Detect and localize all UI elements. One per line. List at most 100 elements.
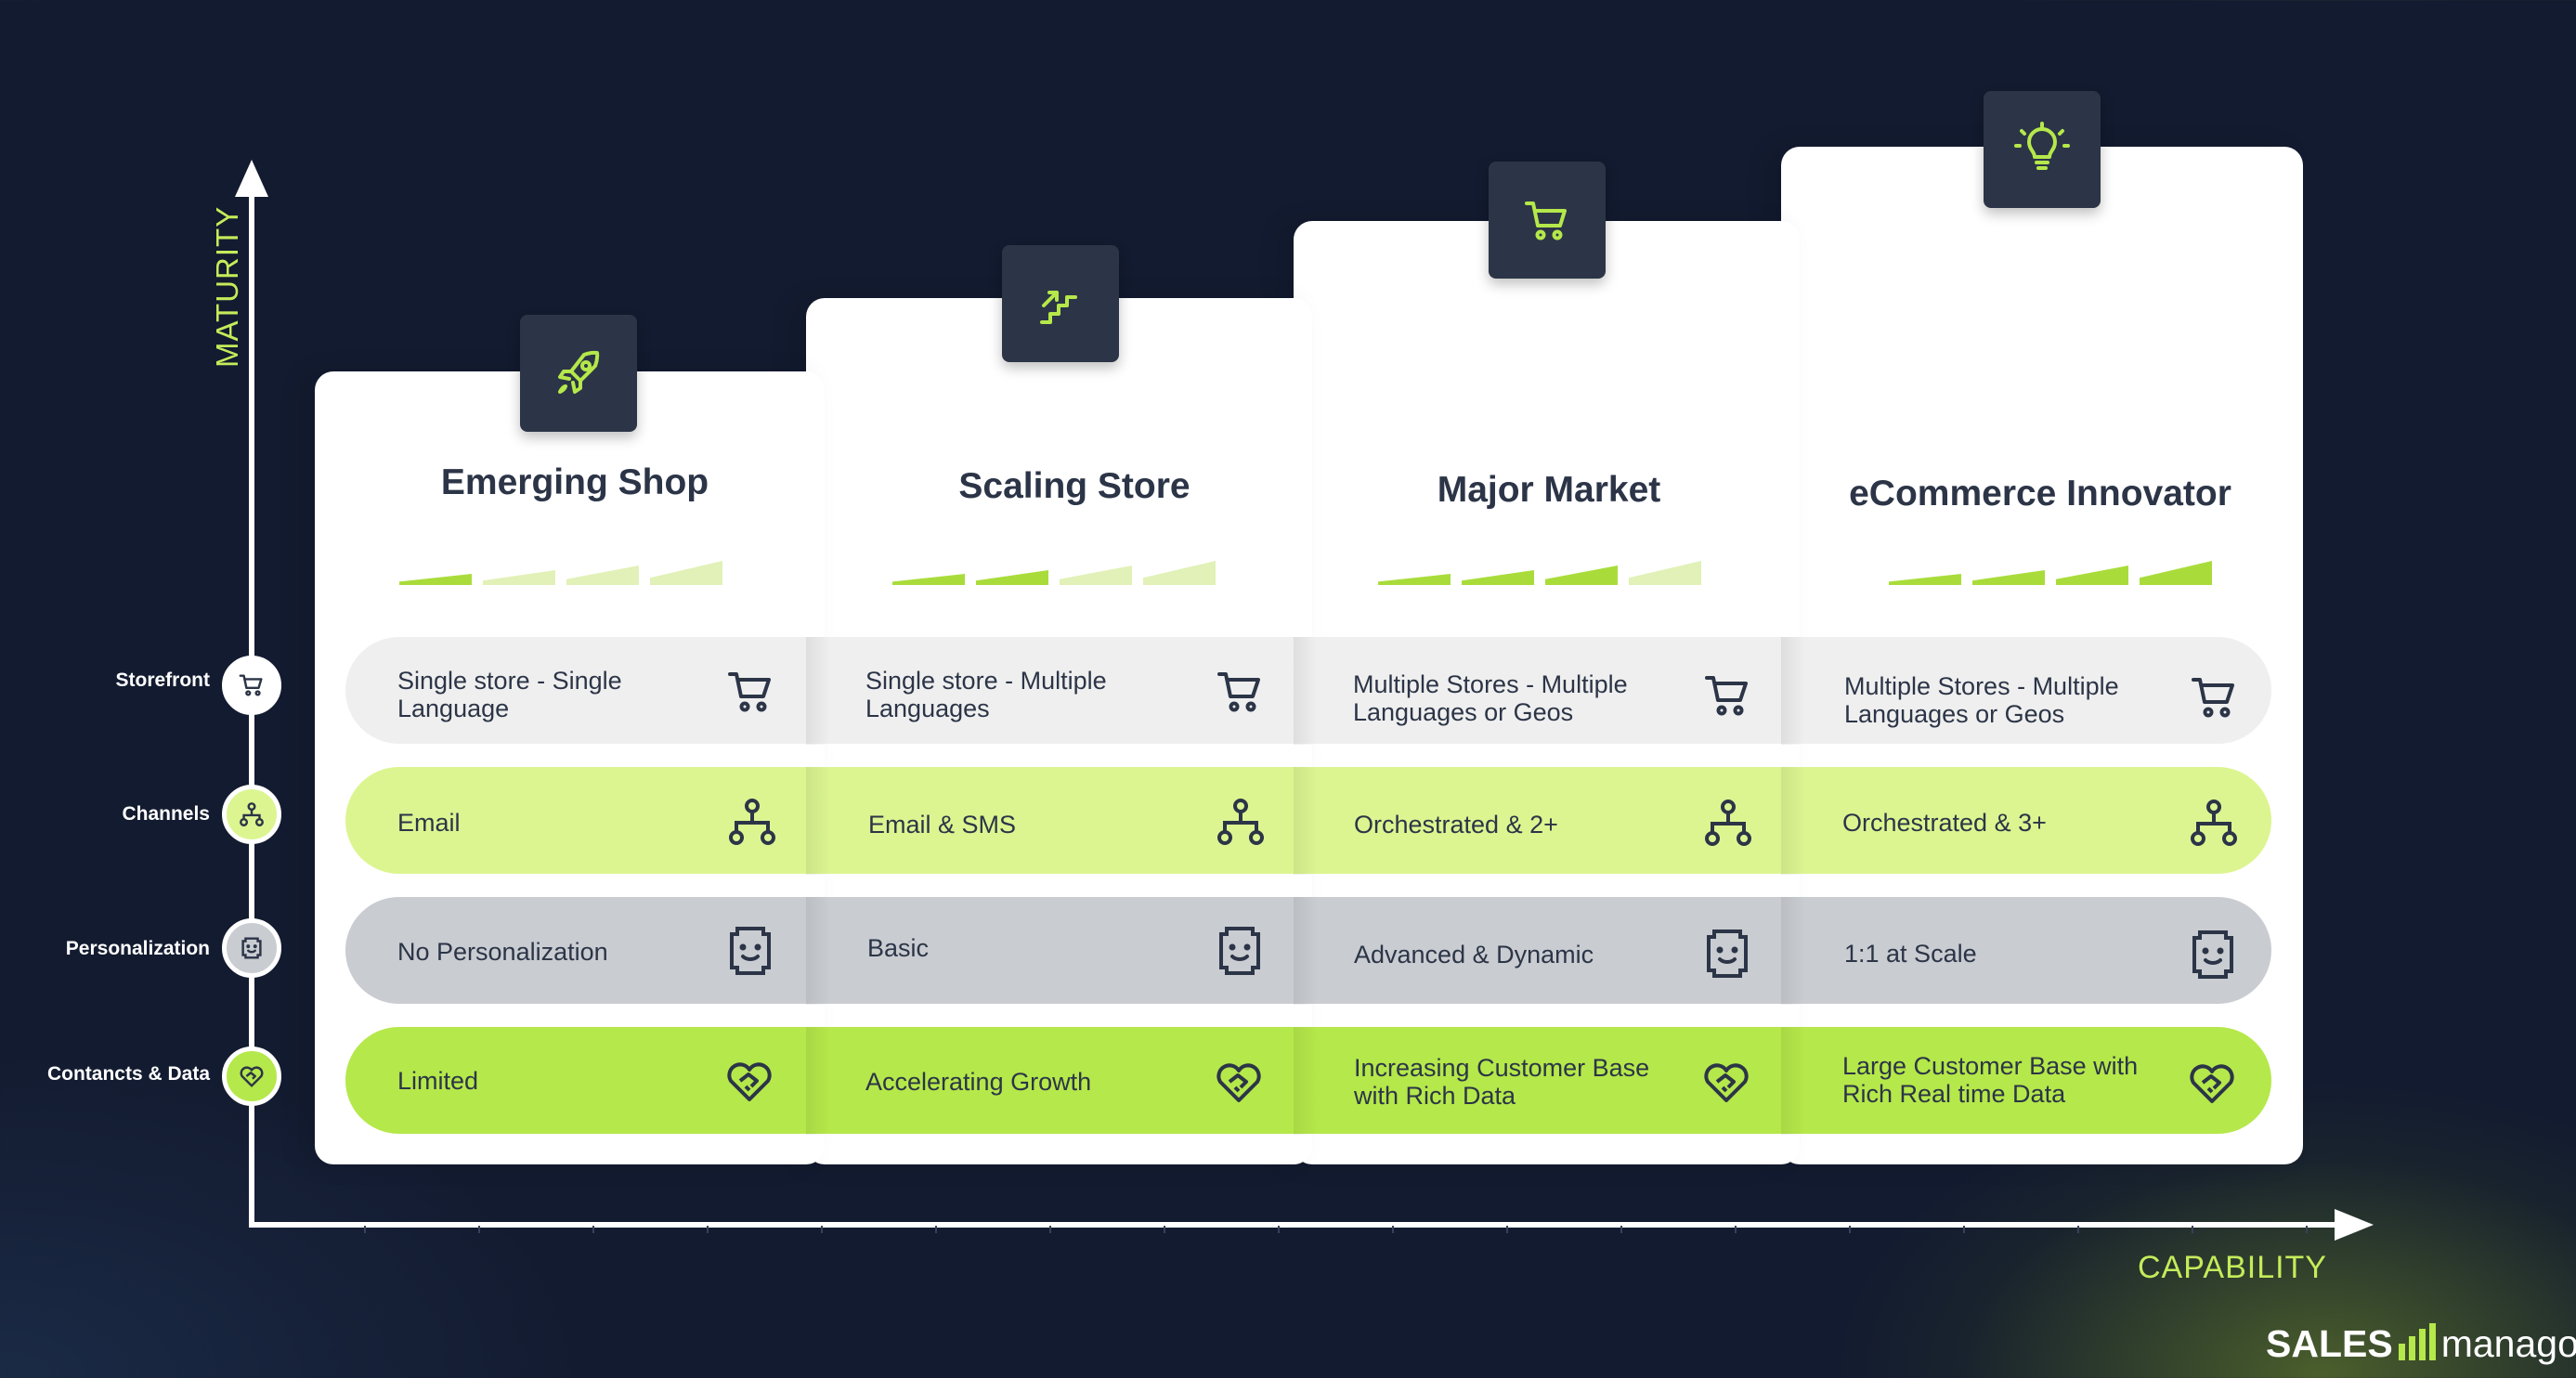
cell-scaling-store-channels: Email & SMS (868, 811, 1017, 838)
level-bar (1545, 566, 1618, 585)
x-axis-tick (1164, 1226, 1165, 1233)
x-axis-tick (1506, 1226, 1508, 1233)
x-axis-tick (2306, 1226, 2308, 1233)
heart-hand-icon (1216, 1063, 1261, 1102)
cell-ecommerce-innovator-storefront: Multiple Stores - Multiple Languages or … (1844, 672, 2119, 728)
network-icon (1217, 799, 1264, 845)
row-label-contacts-data: Contancts & Data (46, 1063, 210, 1085)
cart-icon (1217, 672, 1260, 712)
row-dot-storefront (222, 656, 281, 715)
cell-emerging-shop-personalization: No Personalization (397, 938, 608, 966)
cell-major-market-channels: Orchestrated & 2+ (1354, 811, 1558, 838)
column-seam (1294, 897, 1318, 1005)
level-bar (1060, 566, 1132, 585)
y-axis-label: MATURITY (210, 205, 244, 368)
cart-icon (239, 674, 263, 696)
heart-hand-icon (2190, 1064, 2234, 1103)
level-bar (2140, 561, 2212, 585)
level-bar (2056, 566, 2128, 585)
level-bar (1889, 574, 1961, 585)
x-axis-label: CAPABILITY (2138, 1250, 2327, 1285)
row-band-channels (345, 767, 2271, 874)
cell-major-market-storefront: Multiple Stores - Multiple Languages or … (1353, 670, 1628, 726)
cell-scaling-store-storefront: Single store - Multiple Languages (865, 667, 1107, 722)
cell-major-market-data: Increasing Customer Base with Rich Data (1354, 1054, 1650, 1110)
face-icon (2192, 930, 2233, 979)
x-axis-tick (2077, 1226, 2079, 1233)
column-seam (806, 767, 830, 875)
x-axis-tick (1735, 1226, 1737, 1233)
stairs-icon (1040, 291, 1077, 324)
column-seam (806, 637, 830, 745)
face-icon (1219, 927, 1260, 975)
x-axis-tick (364, 1226, 366, 1233)
level-bar (1143, 561, 1216, 585)
level-bar (399, 574, 472, 585)
x-axis-tick (1278, 1226, 1280, 1233)
x-axis (249, 1222, 2336, 1228)
cart-icon (2192, 678, 2234, 718)
column-seam (806, 897, 830, 1005)
level-bars-scaling-store (892, 559, 1216, 585)
level-bar (892, 574, 965, 585)
row-band-contacts-data (345, 1027, 2271, 1134)
face-icon (730, 927, 771, 975)
level-bar (650, 561, 722, 585)
column-seam (806, 1027, 830, 1135)
cell-ecommerce-innovator-data: Large Customer Base with Rich Real time … (1842, 1052, 2139, 1108)
column-seam (1781, 897, 1805, 1005)
stage-tile-emerging-shop (520, 315, 637, 432)
row-label-storefront: Storefront (115, 670, 211, 691)
column-seam (1294, 767, 1318, 875)
brand-logo: SALES manago (2266, 1322, 2576, 1366)
network-icon (240, 802, 264, 826)
row-dot-channels (222, 785, 281, 844)
cell-ecommerce-innovator-personalization: 1:1 at Scale (1844, 940, 1977, 968)
row-dot-contacts-data (222, 1046, 281, 1106)
stage-title-ecommerce-innovator: eCommerce Innovator (1849, 474, 2231, 514)
level-bar (1972, 570, 2045, 585)
y-axis-arrow (235, 160, 268, 197)
stage-title-scaling-store: Scaling Store (958, 466, 1190, 506)
cell-major-market-personalization: Advanced & Dynamic (1354, 941, 1594, 968)
level-bar (1629, 561, 1701, 585)
network-icon (2191, 800, 2237, 846)
stage-title-major-market: Major Market (1437, 470, 1661, 510)
rocket-icon (558, 350, 600, 394)
logo-text-right: manago (2440, 1322, 2576, 1365)
x-axis-tick (2192, 1226, 2193, 1233)
row-band-personalization (345, 897, 2271, 1004)
level-bar (566, 566, 639, 585)
level-bars-major-market (1378, 559, 1701, 585)
x-axis-tick (1849, 1226, 1851, 1233)
heart-hand-icon (727, 1062, 772, 1101)
stage-tile-major-market (1489, 162, 1606, 279)
x-axis-tick (1049, 1226, 1051, 1233)
level-bar (483, 570, 555, 585)
level-bars-emerging-shop (399, 559, 722, 585)
cell-scaling-store-data: Accelerating Growth (865, 1068, 1092, 1096)
heart-hand-icon (240, 1066, 264, 1087)
x-axis-tick (1620, 1226, 1622, 1233)
logo-text-left: SALES (2266, 1322, 2393, 1365)
level-bars-ecommerce-innovator (1889, 559, 2212, 585)
network-icon (1705, 800, 1751, 846)
cell-emerging-shop-storefront: Single store - Single Language (397, 667, 622, 722)
cart-icon (1525, 202, 1567, 240)
face-icon (241, 937, 262, 959)
x-axis-arrow (2335, 1209, 2374, 1241)
face-icon (1707, 930, 1748, 978)
logo-bars-icon (2398, 1323, 2436, 1360)
cell-ecommerce-innovator-channels: Orchestrated & 3+ (1842, 809, 2047, 837)
column-seam (1294, 637, 1318, 745)
x-axis-tick (1392, 1226, 1394, 1233)
row-dot-personalization (222, 918, 281, 978)
row-band-storefront (345, 637, 2271, 744)
column-seam (1781, 637, 1805, 745)
cell-scaling-store-personalization: Basic (867, 934, 930, 962)
x-axis-tick (478, 1226, 480, 1233)
network-icon (729, 799, 775, 845)
cart-icon (728, 672, 771, 712)
stage-tile-scaling-store (1002, 245, 1119, 362)
level-bar (1378, 574, 1451, 585)
